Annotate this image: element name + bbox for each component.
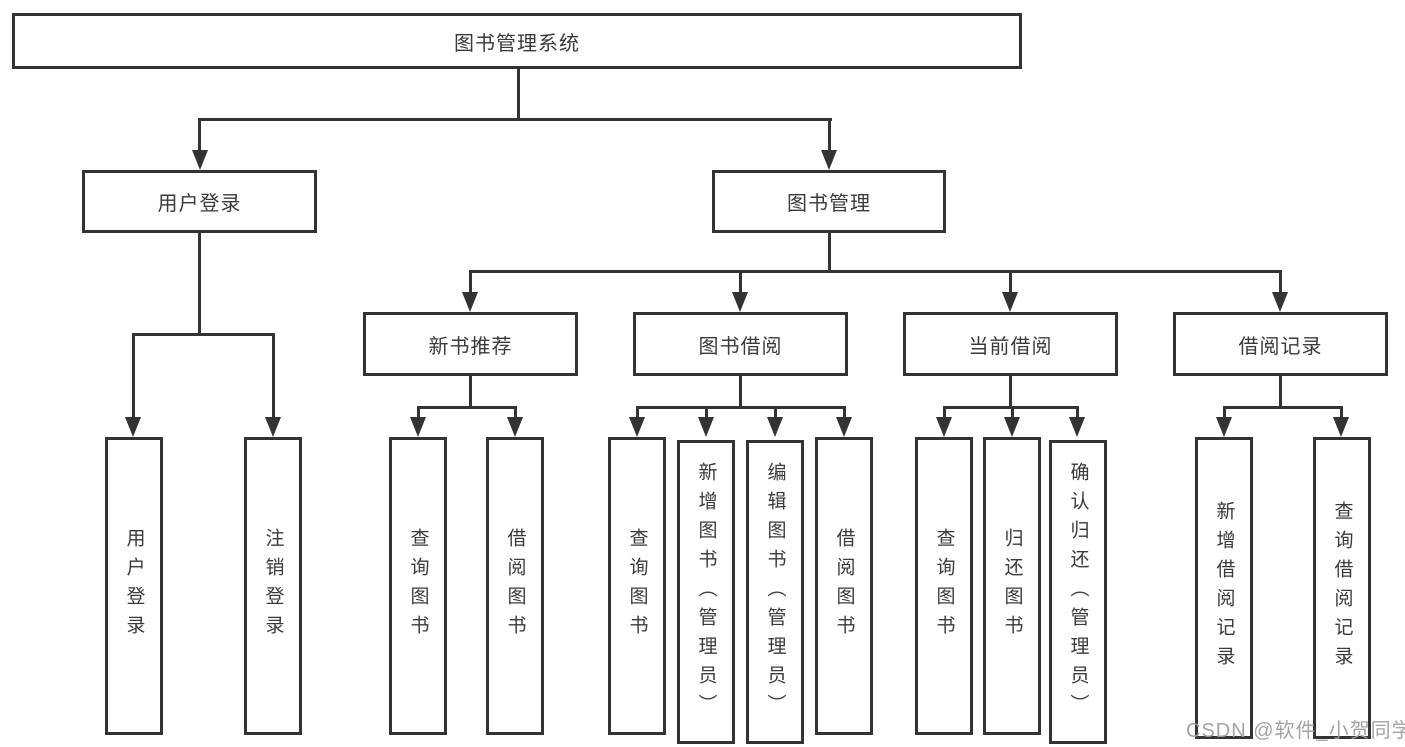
- node-user-login-label: 用户登录: [157, 193, 242, 215]
- node-leaf-query-books-borrow: 查询图书: [608, 437, 666, 735]
- arrow-down-icon: [1069, 417, 1085, 437]
- node-book-management: 图书管理: [712, 170, 946, 233]
- node-leaf-borrow-books-recommend: 借阅图书: [486, 437, 544, 735]
- node-current-borrow: 当前借阅: [903, 312, 1118, 376]
- node-root-label: 图书管理系统: [454, 32, 580, 55]
- connector-line: [1223, 406, 1343, 409]
- arrow-down-icon: [821, 150, 837, 170]
- node-leaf-query-books-recommend-label: 查询图书: [407, 528, 429, 644]
- node-leaf-borrow-books-label: 借阅图书: [833, 528, 855, 644]
- connector-line: [1279, 270, 1282, 294]
- connector-line: [417, 406, 420, 420]
- arrow-down-icon: [1216, 417, 1232, 437]
- node-leaf-query-borrow-record: 查询借阅记录: [1313, 437, 1371, 739]
- connector-line: [828, 233, 831, 273]
- node-leaf-logout: 注销登录: [244, 437, 302, 735]
- connector-line: [417, 406, 517, 409]
- arrow-down-icon: [836, 417, 852, 437]
- connector-line: [132, 333, 275, 336]
- node-leaf-confirm-return-admin-label: 确认归还（管理员）: [1067, 461, 1089, 723]
- node-leaf-return-book: 归还图书: [983, 437, 1041, 735]
- node-borrow-records: 借阅记录: [1173, 312, 1388, 376]
- arrow-down-icon: [507, 417, 523, 437]
- connector-line: [514, 406, 517, 420]
- node-leaf-user-login-label: 用户登录: [123, 528, 145, 644]
- node-leaf-confirm-return-admin: 确认归还（管理员）: [1049, 440, 1107, 744]
- node-root: 图书管理系统: [12, 13, 1022, 69]
- arrow-down-icon: [125, 417, 141, 437]
- arrow-down-icon: [629, 417, 645, 437]
- connector-line: [705, 406, 708, 420]
- arrow-down-icon: [698, 417, 714, 437]
- connector-line: [1076, 406, 1079, 420]
- node-leaf-logout-label: 注销登录: [262, 528, 284, 644]
- node-leaf-query-books-current-label: 查询图书: [933, 528, 955, 644]
- node-book-management-label: 图书管理: [787, 193, 871, 215]
- connector-line: [132, 333, 135, 419]
- connector-line: [943, 406, 946, 420]
- connector-line: [739, 270, 742, 294]
- node-borrow-records-label: 借阅记录: [1238, 335, 1323, 358]
- csdn-watermark: CSDN @软件_小贺同学: [1186, 720, 1405, 742]
- arrow-down-icon: [767, 417, 783, 437]
- connector-line: [1340, 406, 1343, 420]
- node-leaf-add-book-admin-label: 新增图书（管理员）: [695, 461, 717, 723]
- connector-line: [1009, 376, 1012, 408]
- connector-line: [1223, 406, 1226, 420]
- node-leaf-query-borrow-record-label: 查询借阅记录: [1331, 501, 1353, 675]
- connector-line: [636, 406, 639, 420]
- connector-line: [469, 376, 472, 408]
- node-leaf-query-books-recommend: 查询图书: [389, 437, 447, 735]
- connector-line: [1279, 376, 1282, 408]
- arrow-down-icon: [462, 292, 478, 312]
- connector-line: [517, 68, 520, 120]
- node-leaf-query-books-borrow-label: 查询图书: [626, 528, 648, 644]
- arrow-down-icon: [1333, 417, 1349, 437]
- connector-line: [469, 270, 1282, 273]
- connector-line: [272, 333, 275, 419]
- node-leaf-user-login: 用户登录: [105, 437, 163, 735]
- node-user-login: 用户登录: [82, 170, 317, 233]
- node-book-borrow-label: 图书借阅: [698, 335, 783, 358]
- arrow-down-icon: [1002, 292, 1018, 312]
- node-leaf-add-borrow-record-label: 新增借阅记录: [1213, 501, 1235, 675]
- node-new-book-recommend: 新书推荐: [363, 312, 578, 376]
- arrow-down-icon: [732, 292, 748, 312]
- arrow-down-icon: [410, 417, 426, 437]
- connector-line: [828, 118, 831, 152]
- node-leaf-return-book-label: 归还图书: [1001, 528, 1023, 644]
- arrow-down-icon: [1004, 417, 1020, 437]
- node-book-borrow: 图书借阅: [633, 312, 848, 376]
- connector-line: [469, 270, 472, 294]
- connector-line: [636, 406, 845, 409]
- node-leaf-borrow-books-recommend-label: 借阅图书: [504, 528, 526, 644]
- node-leaf-borrow-books: 借阅图书: [815, 437, 873, 735]
- node-leaf-query-books-current: 查询图书: [915, 437, 973, 735]
- connector-line: [198, 118, 832, 121]
- arrow-down-icon: [192, 150, 208, 170]
- connector-line: [1011, 406, 1014, 420]
- node-leaf-edit-book-admin: 编辑图书（管理员）: [746, 440, 804, 744]
- node-new-book-recommend-label: 新书推荐: [428, 335, 513, 358]
- arrow-down-icon: [265, 417, 281, 437]
- node-leaf-edit-book-admin-label: 编辑图书（管理员）: [764, 461, 786, 723]
- connector-line: [774, 406, 777, 420]
- node-current-borrow-label: 当前借阅: [968, 335, 1053, 358]
- connector-line: [1009, 270, 1012, 294]
- connector-line: [843, 406, 846, 420]
- arrow-down-icon: [1272, 292, 1288, 312]
- connector-line: [739, 376, 742, 408]
- connector-line: [198, 233, 201, 335]
- node-leaf-add-borrow-record: 新增借阅记录: [1195, 437, 1253, 739]
- connector-line: [198, 118, 201, 152]
- arrow-down-icon: [936, 417, 952, 437]
- node-leaf-add-book-admin: 新增图书（管理员）: [677, 440, 735, 744]
